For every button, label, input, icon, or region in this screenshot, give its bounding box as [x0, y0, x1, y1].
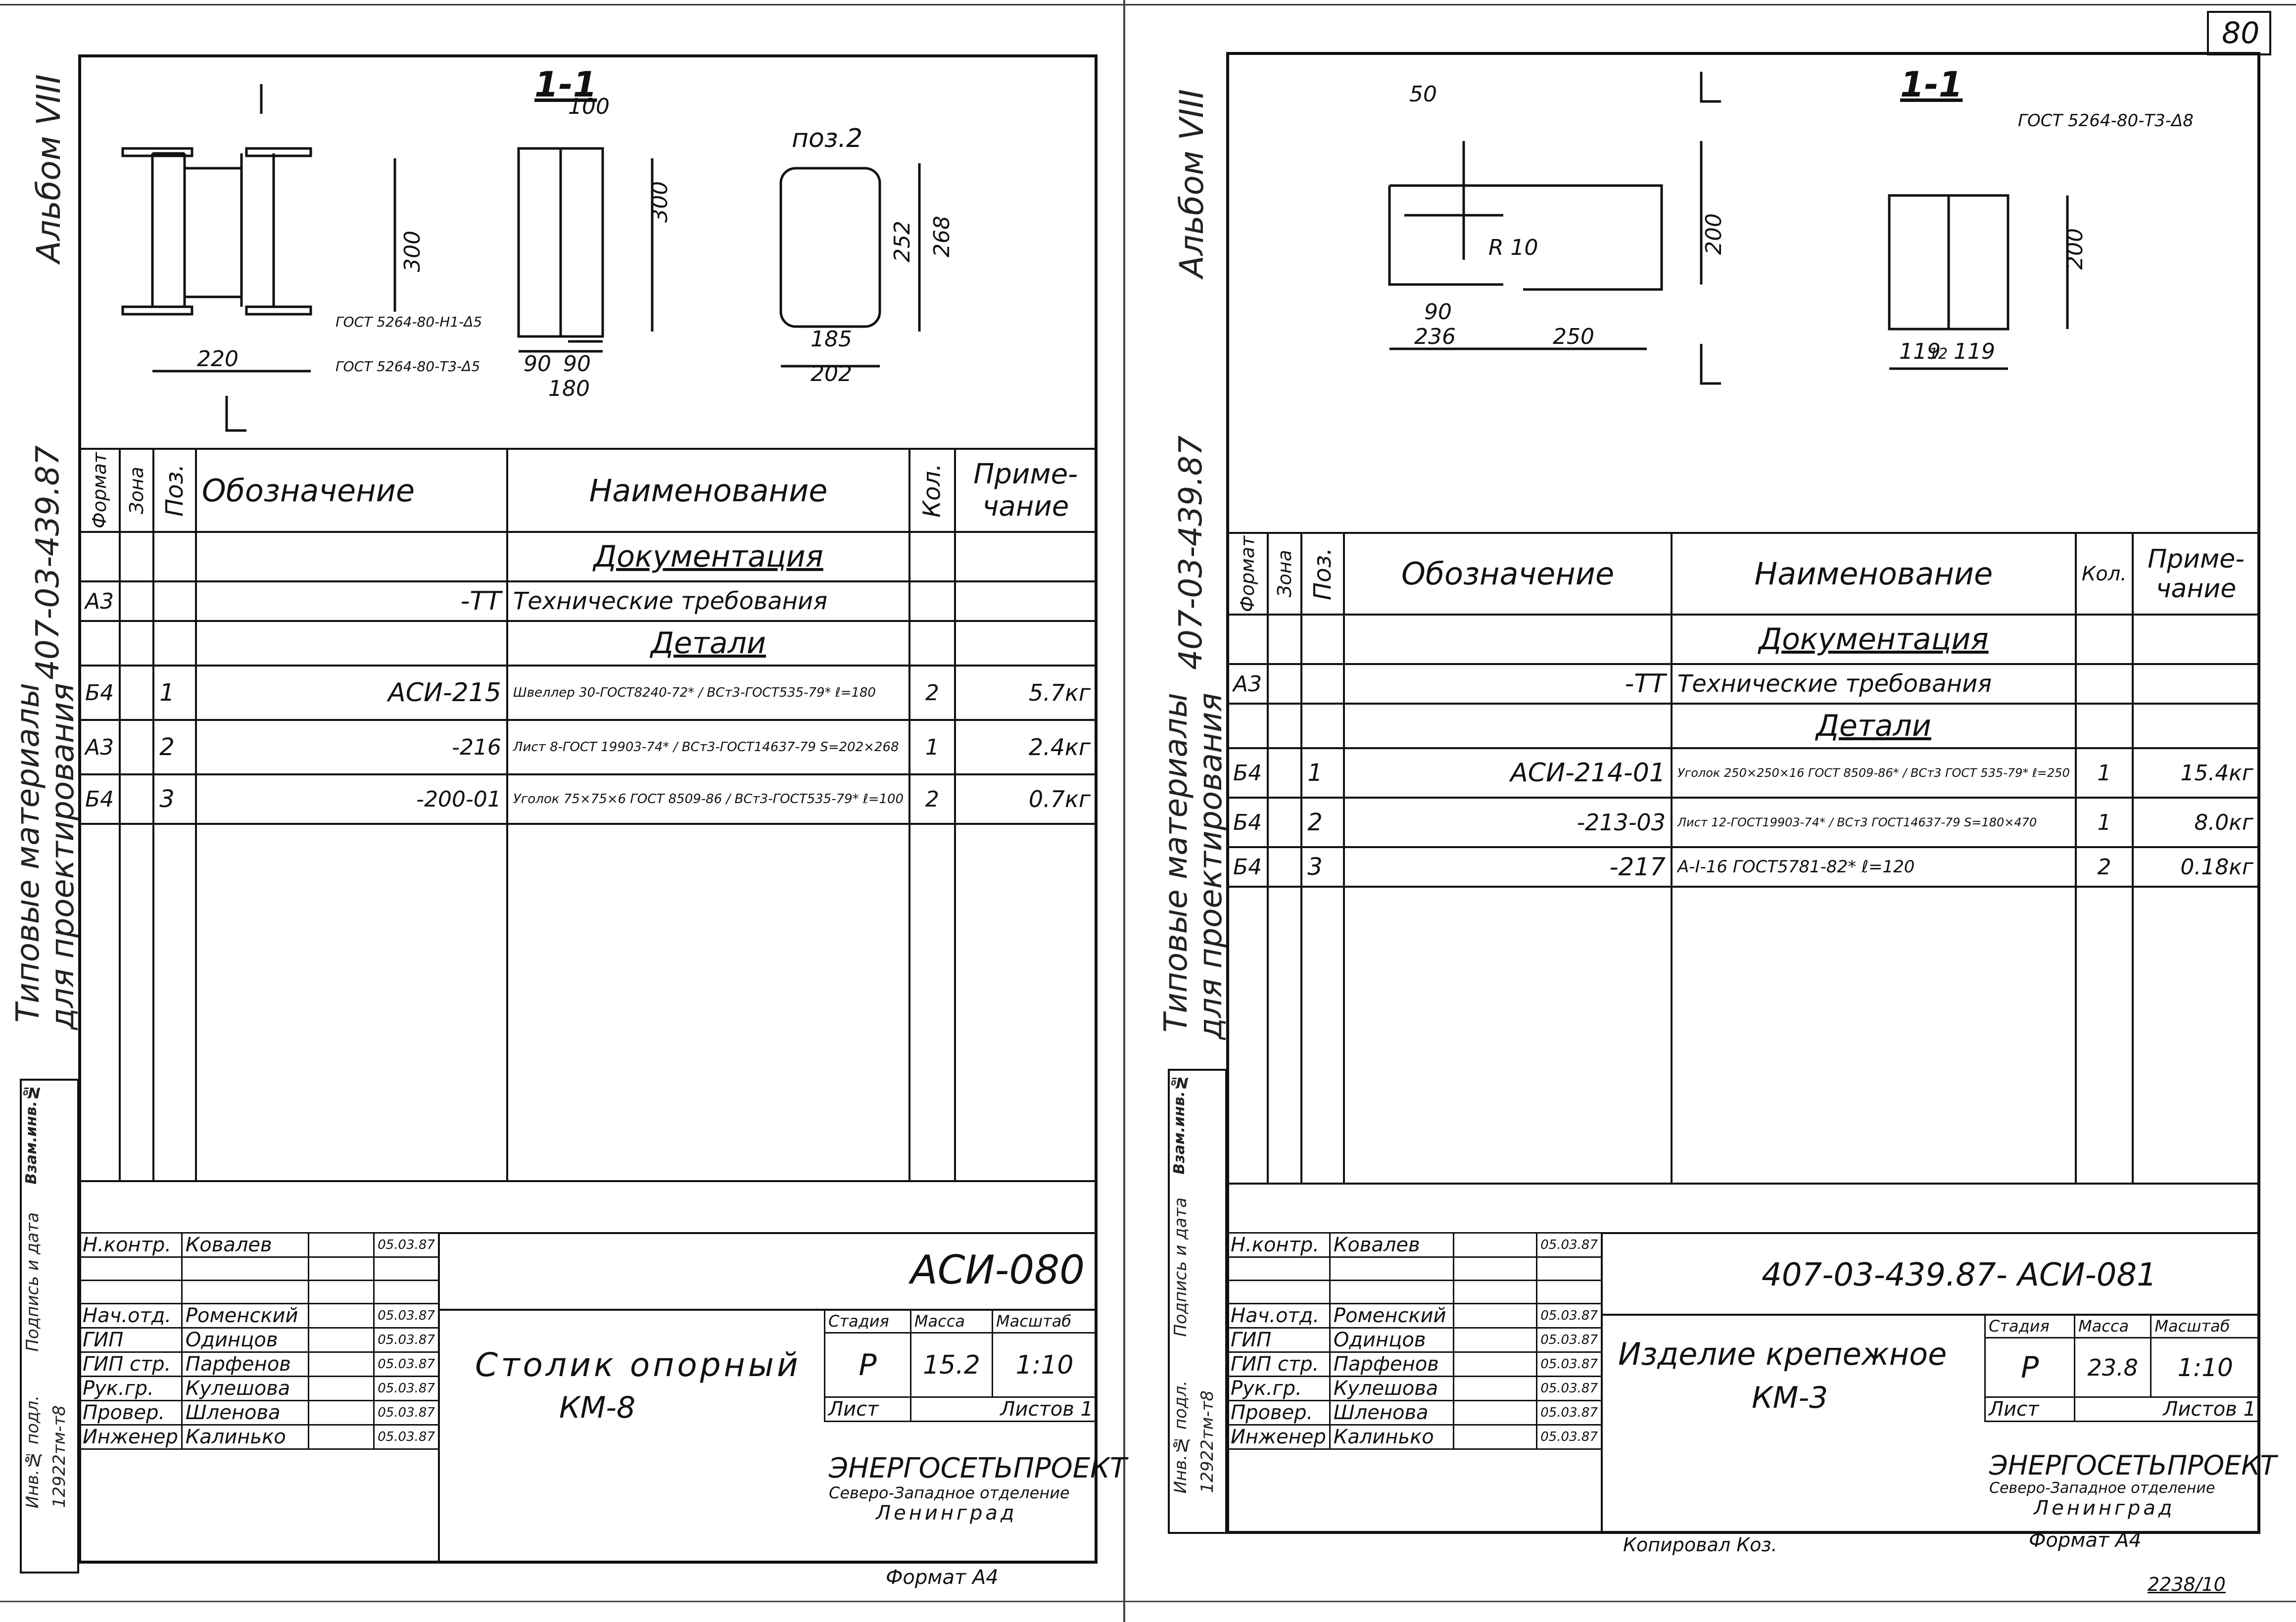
bottom-edge-line: [0, 1601, 2296, 1602]
col-designation: Обозначение: [194, 448, 508, 533]
center-fold-line: [1123, 0, 1125, 1622]
typ-label-2: для проектирования: [45, 683, 81, 1030]
col-note: Приме-чание: [954, 448, 1098, 533]
org-city-right: Ленинград: [2034, 1497, 2175, 1520]
col-note-r: Приме-чание: [2132, 532, 2260, 616]
stamp-inv-orig: Инв.№ подл.: [23, 1395, 43, 1509]
weld-note-right: ГОСТ 5264-80-Т3-Δ8: [2018, 111, 2194, 131]
dim-300-sec: 300: [647, 181, 672, 223]
top-edge-line: [0, 4, 2296, 5]
album-label-right: Альбом VIII: [1173, 89, 1211, 278]
drawing-left: 220 90 90 180 100 185 202 300 300 252 26…: [121, 84, 955, 432]
org-dept-left: Северо-Западное отделение: [829, 1483, 1070, 1502]
stamp-inv-orig-right: Инв.№ подл.: [1171, 1381, 1191, 1494]
dim-252: 252: [890, 221, 915, 262]
doc-title-left: Столик опорный: [475, 1346, 801, 1384]
typ-label-1: Типовые материалы: [10, 683, 47, 1023]
stamp-sign-date-right: Подпись и дата: [1171, 1197, 1191, 1337]
section-docs-r: Документация: [1670, 614, 2077, 665]
dim-100: 100: [568, 94, 610, 119]
part-label: поз.2: [792, 124, 863, 153]
org-name-left: ЭНЕРГОСЕТЬПРОЕКТ: [829, 1452, 1127, 1484]
dim-200-r: 200: [1701, 213, 1726, 255]
col-designation-r: Обозначение: [1343, 532, 1673, 616]
doc-title-right: Изделие крепежное: [1618, 1336, 1947, 1372]
dim-12: 12: [1929, 345, 1948, 363]
section-docs: Документация: [506, 531, 911, 582]
org-city-left: Ленинград: [876, 1502, 1017, 1525]
spec-table-left: Формат Зона Поз. Обозначение Наименовани…: [78, 448, 1098, 1182]
tb-divider: [438, 1309, 1098, 1311]
page-number: 80: [2222, 16, 2260, 50]
dim-119b: 119: [1954, 339, 1995, 364]
format-right: Формат А4: [2029, 1529, 2142, 1552]
col-zone: Зона: [120, 449, 154, 532]
dim-90b: 90: [563, 351, 591, 377]
doc-code-left: АСИ-080: [910, 1247, 1085, 1293]
col-name: Наименование: [506, 448, 911, 533]
series-label-right: 407-03-439.87: [1173, 435, 1209, 670]
dim-236: 236: [1414, 324, 1456, 349]
format-left: Формат А4: [886, 1566, 999, 1589]
org-name-right: ЭНЕРГОСЕТЬПРОЕКТ: [1989, 1450, 2277, 1481]
radius-label: R 10: [1488, 235, 1538, 260]
tb-divider-r: [1601, 1314, 2260, 1316]
stamp-inv-replace-right: Взам.инв.№: [1171, 1074, 1188, 1175]
col-zone-r: Зона: [1268, 533, 1302, 615]
dim-119a: 119: [1899, 339, 1941, 364]
copied-by: Копировал Коз.: [1623, 1534, 1777, 1556]
dim-268: 268: [929, 216, 955, 257]
section-label-right: 1-1: [1900, 64, 1963, 105]
col-qty-r: Кол.: [2074, 532, 2134, 616]
col-pos-r: Поз.: [1301, 533, 1344, 615]
stamp-inv-number-right: 12922тм-т8: [1197, 1390, 1217, 1493]
typ-label-right-1: Типовые материалы: [1158, 693, 1195, 1033]
org-dept-right: Северо-Западное отделение: [1989, 1479, 2215, 1497]
col-qty: Кол.: [909, 449, 955, 532]
dim-300: 300: [400, 231, 425, 272]
section-details-r: Детали: [1670, 703, 2077, 749]
doc-subtitle-left: КМ-8: [559, 1390, 636, 1425]
spec-table-right: Формат Зона Поз. Обозначение Наименовани…: [1226, 532, 2260, 1185]
dim-50: 50: [1409, 82, 1437, 107]
section-details: Детали: [506, 620, 911, 667]
col-format-r: Формат: [1227, 533, 1268, 615]
dim-180: 180: [548, 376, 590, 401]
dim-90-r: 90: [1424, 299, 1452, 325]
doc-subtitle-right: КМ-3: [1752, 1381, 1828, 1415]
col-name-r: Наименование: [1670, 532, 2077, 616]
col-format: Формат: [79, 449, 120, 532]
album-label: Альбом VIII: [30, 74, 68, 263]
dim-90a: 90: [524, 351, 551, 377]
dim-200-sec: 200: [2062, 228, 2088, 270]
series-label: 407-03-439.87: [30, 445, 66, 680]
section-label: 1-1: [534, 64, 597, 105]
dim-220: 220: [197, 346, 239, 372]
weld-note-1: ГОСТ 5264-80-Н1-Δ5: [335, 314, 482, 330]
typ-label-right-2: для проектирования: [1193, 693, 1229, 1040]
drawing-right: 236 250 90 R 10 50 119 119 12 ГОСТ 5264-…: [1388, 72, 2194, 385]
dim-250: 250: [1553, 324, 1594, 349]
stamp-inv-number: 12922тм-т8: [49, 1405, 69, 1508]
footer-code: 2238/10: [2148, 1574, 2226, 1595]
stamp-sign-date: Подпись и дата: [23, 1212, 43, 1352]
dim-185: 185: [811, 327, 852, 352]
weld-note-2: ГОСТ 5264-80-Т3-Δ5: [335, 358, 480, 375]
doc-code-right: 407-03-439.87- АСИ-081: [1762, 1257, 2157, 1293]
stamp-inv-replace: Взам.инв.№: [23, 1084, 40, 1185]
dim-202: 202: [811, 361, 852, 386]
col-pos: Поз.: [153, 449, 196, 532]
